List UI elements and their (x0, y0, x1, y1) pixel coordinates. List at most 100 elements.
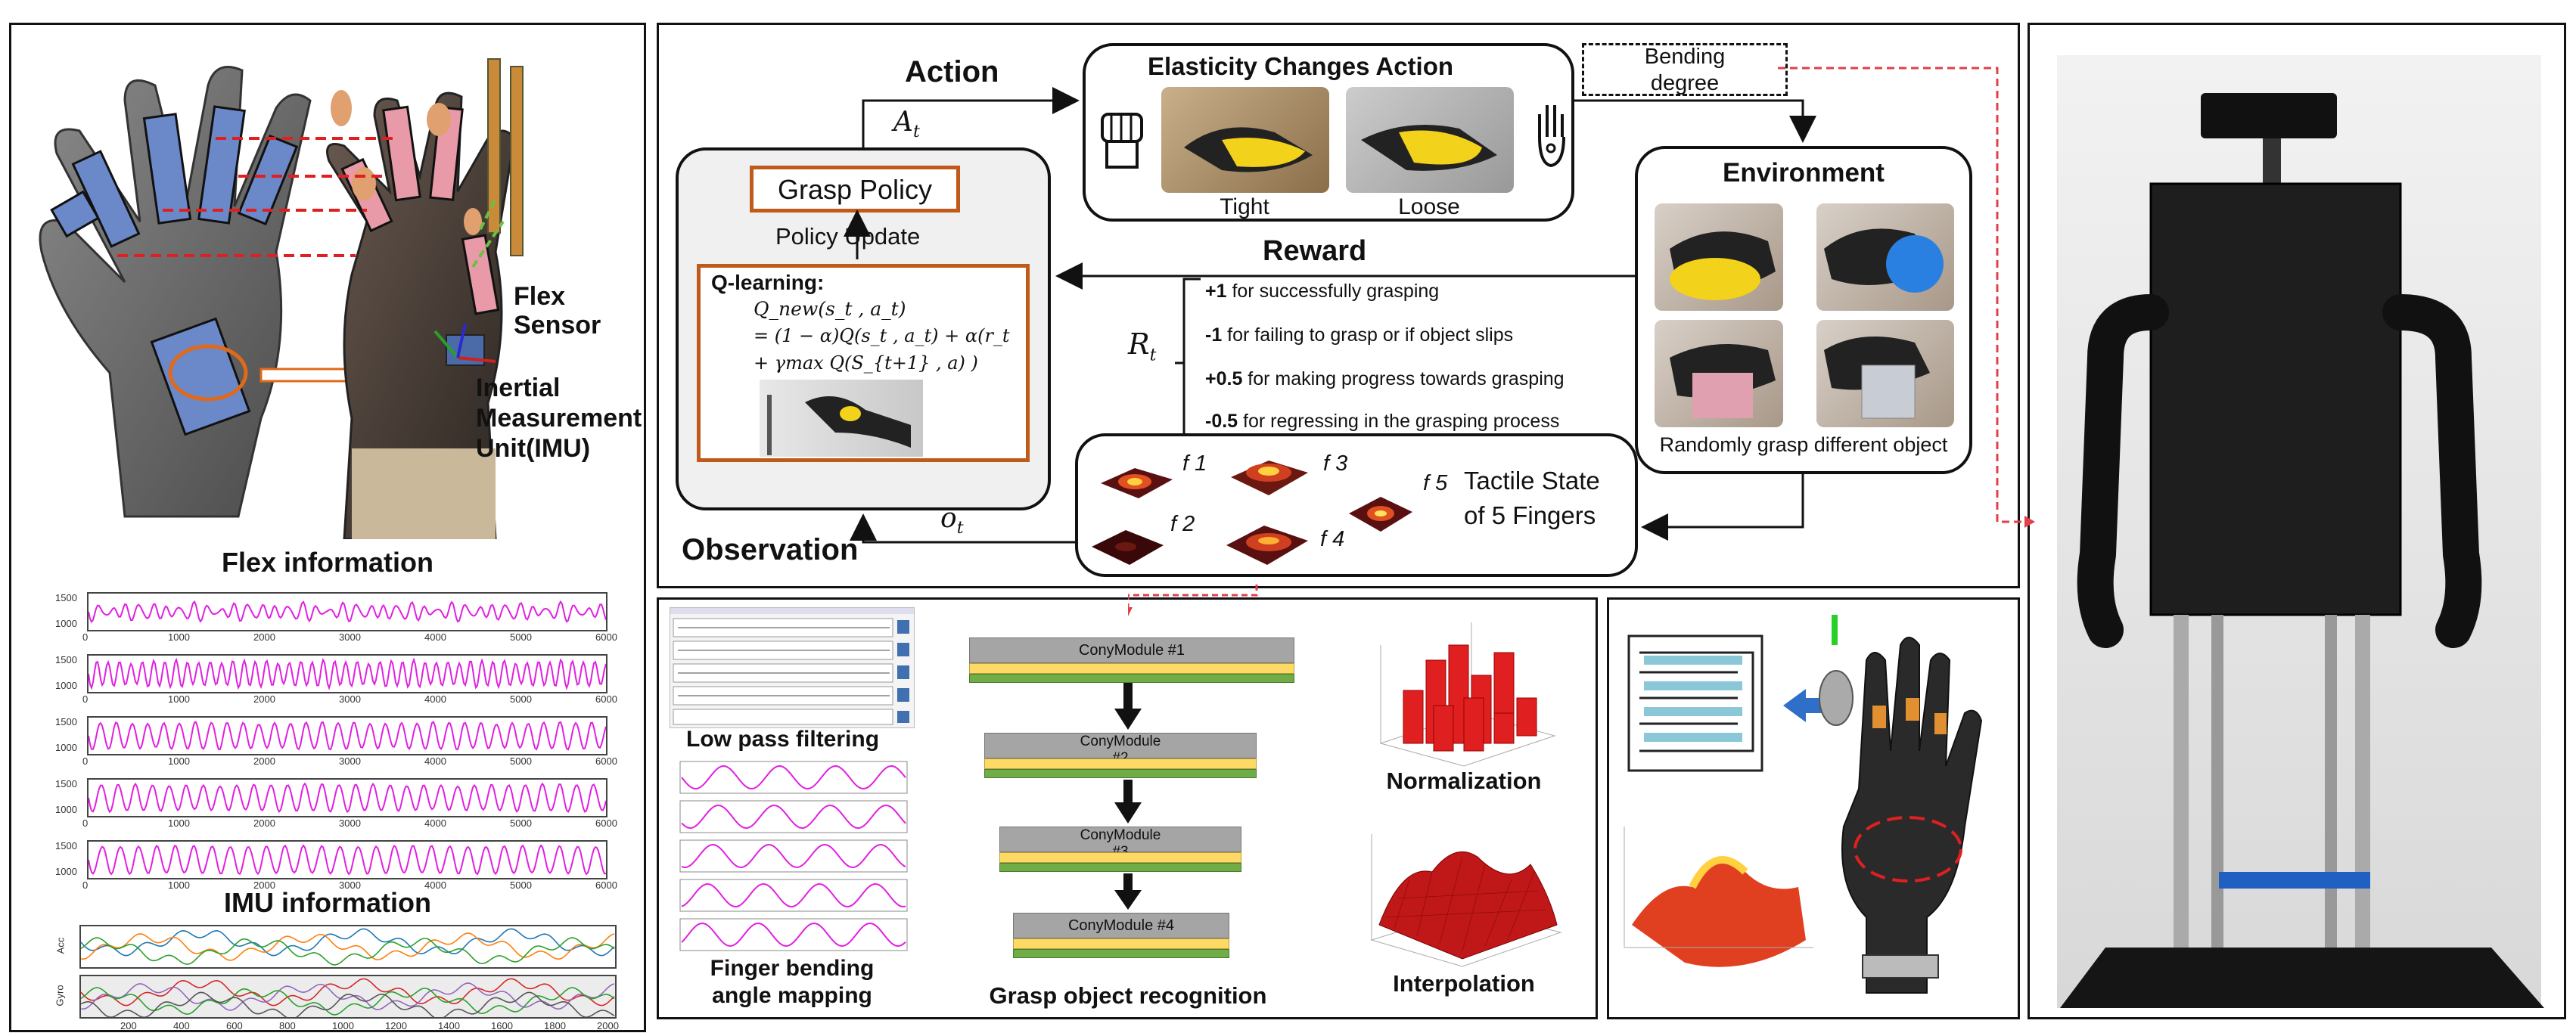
flex-xtick: 1000 (168, 693, 190, 705)
reward-item: -0.5 for regressing in the grasping proc… (1205, 411, 1560, 432)
flex-xtick: 6000 (595, 755, 617, 767)
tactile-map-f4 (1226, 526, 1308, 565)
flex-ytick: 1000 (55, 680, 77, 691)
reward-title: Reward (1263, 235, 1367, 267)
flex-xtick: 0 (82, 879, 89, 891)
flex-xtick: 1000 (168, 755, 190, 767)
flex-plot-5 (87, 840, 607, 879)
flex-xtick: 0 (82, 755, 89, 767)
flex-ytick: 1500 (55, 654, 77, 665)
imu-label: Inertial Measurement Unit(IMU) (476, 374, 642, 463)
flex-xtick: 6000 (595, 631, 617, 643)
env-photo-3 (1655, 320, 1783, 427)
flex-sensor-label: Flex Sensor (514, 282, 601, 340)
low-pass-image (670, 607, 915, 728)
reward-item: +0.5 for making progress towards graspin… (1205, 368, 1565, 389)
flex-xtick: 3000 (339, 817, 361, 829)
tactile-map-f5 (1349, 497, 1412, 532)
q-learning-photo (760, 380, 923, 457)
grasp-policy-box: Grasp Policy Policy Update Q-learning: Q… (676, 147, 1051, 510)
fist-icon (1101, 113, 1143, 169)
finger-label-f5: f 5 (1423, 471, 1448, 495)
finger-label-f1: f 1 (1182, 451, 1207, 476)
finger-label-f2: f 2 (1170, 512, 1195, 536)
imu-xtick: 1600 (491, 1020, 513, 1031)
action-label: Action (905, 55, 999, 88)
tactile-map-f1 (1101, 468, 1173, 498)
imu-xtick: 1400 (438, 1020, 460, 1031)
flex-ytick: 1500 (55, 778, 77, 789)
elasticity-title: Elasticity Changes Action (1148, 52, 1454, 80)
reward-item: -1 for failing to grasp or if object sli… (1205, 324, 1514, 346)
q-line-3: + γmax Q(S_{t+1} , a) ) (754, 352, 978, 374)
imu-xtick: 800 (279, 1020, 296, 1031)
flex-xtick: 6000 (595, 817, 617, 829)
flex-xtick: 6000 (595, 693, 617, 705)
loose-label: Loose (1398, 194, 1460, 219)
imu-xtick: 2000 (597, 1020, 619, 1031)
flex-plot-2 (87, 654, 607, 693)
grasp-policy-title-box: Grasp Policy (750, 166, 960, 212)
flex-ytick: 1000 (55, 742, 77, 753)
policy-update-label: Policy Update (775, 223, 921, 250)
interpolation-surface (1370, 834, 1562, 967)
open-hand-icon (1538, 105, 1565, 168)
flex-xtick: 3000 (339, 631, 361, 643)
q-line-2: = (1 − α)Q(s_t , a_t) + α(r_t (754, 325, 1010, 346)
flex-ytick: 1000 (55, 618, 77, 629)
flex-xtick: 0 (82, 693, 89, 705)
flex-ytick: 1500 (55, 840, 77, 851)
tactile-map-f2 (1092, 530, 1164, 565)
finger-mapping-label: Finger bending angle mapping (710, 956, 875, 1008)
imu-xtick: 400 (173, 1020, 190, 1031)
normalization-chart (1379, 622, 1556, 767)
imu-info-title: IMU information (224, 887, 431, 918)
sine-plots (673, 758, 915, 955)
flex-xtick: 2000 (253, 631, 275, 643)
flex-xtick: 4000 (424, 817, 446, 829)
flex-plots: 1500 1000 1500 1000 1500 1000 1500 1000 … (49, 585, 632, 891)
flex-xtick: 3000 (339, 693, 361, 705)
flex-xtick: 2000 (253, 693, 275, 705)
robot-photo-panel (2028, 23, 2566, 1019)
rl-panel: Action At Elasticity Changes Action Tigh… (657, 23, 2020, 588)
action-symbol: At (893, 107, 920, 142)
tight-photo (1161, 87, 1329, 193)
bending-degree-label: Bending degree (1644, 45, 1726, 95)
normalization-label: Normalization (1386, 768, 1542, 794)
flex-plot-4 (87, 778, 607, 817)
imu-acc-label: Acc (54, 937, 67, 954)
tactile-state-label: Tactile State of 5 Fingers (1464, 467, 1600, 529)
flex-xtick: 5000 (510, 879, 532, 891)
observation-symbol: ot (940, 503, 964, 538)
randomly-grasp-label: Randomly grasp different object (1659, 433, 1948, 456)
imu-gyro-plot (79, 975, 617, 1020)
q-learning-title: Q-learning: (711, 271, 825, 294)
elasticity-box: Elasticity Changes Action Tight Loose (1083, 43, 1574, 222)
red-dashed-arrow (1128, 585, 1258, 616)
grasp-policy-title: Grasp Policy (777, 174, 933, 205)
flex-xtick: 1000 (168, 817, 190, 829)
flex-xtick: 0 (82, 817, 89, 829)
pipeline-panel: Low pass filtering Finger bending angle … (657, 585, 1598, 1019)
grey-hand (39, 66, 376, 518)
reward-symbol: Rt (1128, 327, 1157, 365)
grasp-recognition-label: Grasp object recognition (989, 982, 1267, 1009)
flex-xtick: 1000 (168, 631, 190, 643)
env-photo-1 (1655, 203, 1783, 311)
conv-module-1: ConyModule #1 (969, 637, 1294, 683)
flex-ytick: 1500 (55, 716, 77, 727)
bending-degree-box: Bending degree (1582, 43, 1788, 96)
flex-xtick: 4000 (424, 879, 446, 891)
interpolation-label: Interpolation (1393, 970, 1535, 997)
flex-xtick: 5000 (510, 693, 532, 705)
finger-label-f4: f 4 (1320, 527, 1345, 551)
flex-xtick: 3000 (339, 879, 361, 891)
imu-xtick: 600 (226, 1020, 243, 1031)
flex-xtick: 3000 (339, 755, 361, 767)
imu-xtick: 1000 (332, 1020, 354, 1031)
tactile-sensor-pattern (1627, 634, 1763, 772)
conv-arrows (1114, 683, 1142, 910)
flex-plot-1 (87, 592, 607, 631)
